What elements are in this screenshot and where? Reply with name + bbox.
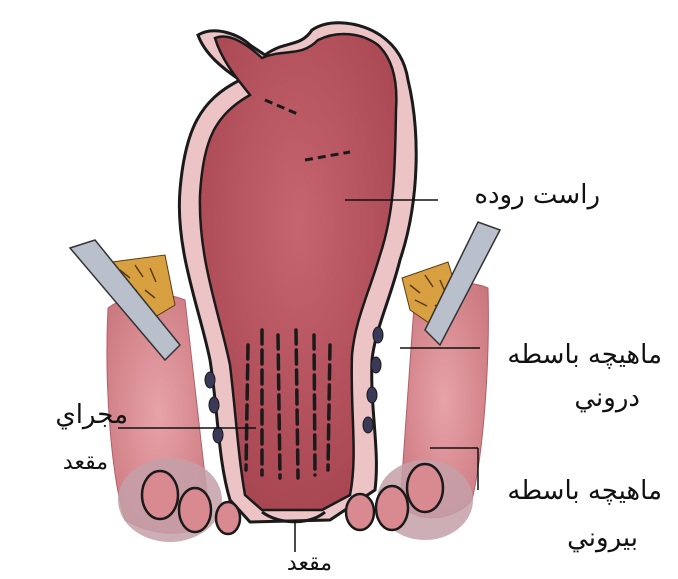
external-sphincter-label-line1: ماهیچه باسطه [482, 478, 662, 504]
anal-canal-label-line1: مجراي [8, 402, 128, 428]
external-sphincter-label-line2: بيروني [518, 525, 638, 551]
internal-sphincter-label-line2: دروني [520, 385, 640, 411]
anal-canal-label-line2: مقعد [28, 452, 108, 474]
rectum-label: راست روده [440, 182, 600, 208]
internal-sphincter-label-line1: ماهیچه باسطه [482, 342, 662, 368]
anus-label: مقعد [262, 553, 332, 575]
